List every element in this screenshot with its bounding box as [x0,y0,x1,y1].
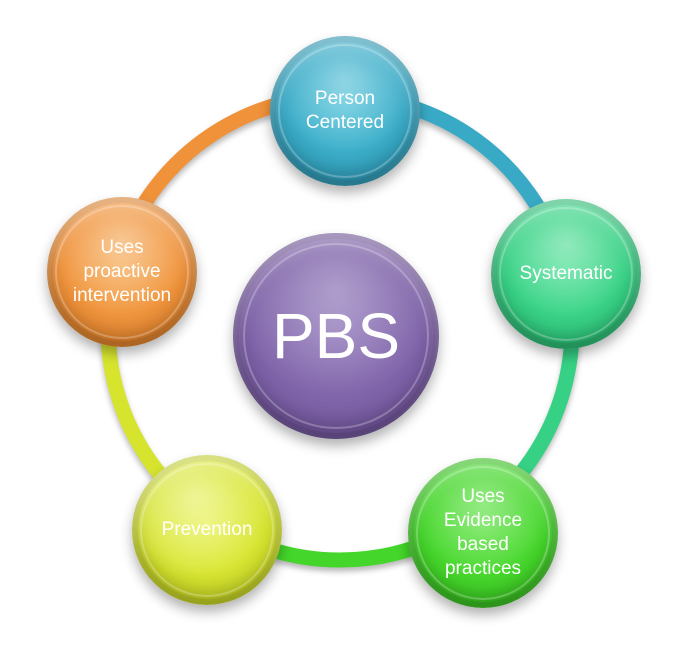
node-prevention-label: Prevention [161,519,253,541]
node-systematic-label: Systematic [519,263,613,285]
node-proactive-intervention-label: Uses proactive intervention [72,237,172,306]
node-prevention: Prevention [132,455,282,605]
node-person-centered: Person Centered [270,36,420,186]
node-person-centered-label: Person Centered [305,88,385,133]
node-evidence-based-practices-label: Uses Evidence based practices [443,486,523,579]
node-proactive-intervention: Uses proactive intervention [47,197,197,347]
node-systematic: Systematic [491,199,641,349]
node-evidence-based-practices: Uses Evidence based practices [408,458,558,608]
node-center-pbs: PBS [233,233,439,439]
node-center-pbs-label: PBS [271,299,401,372]
